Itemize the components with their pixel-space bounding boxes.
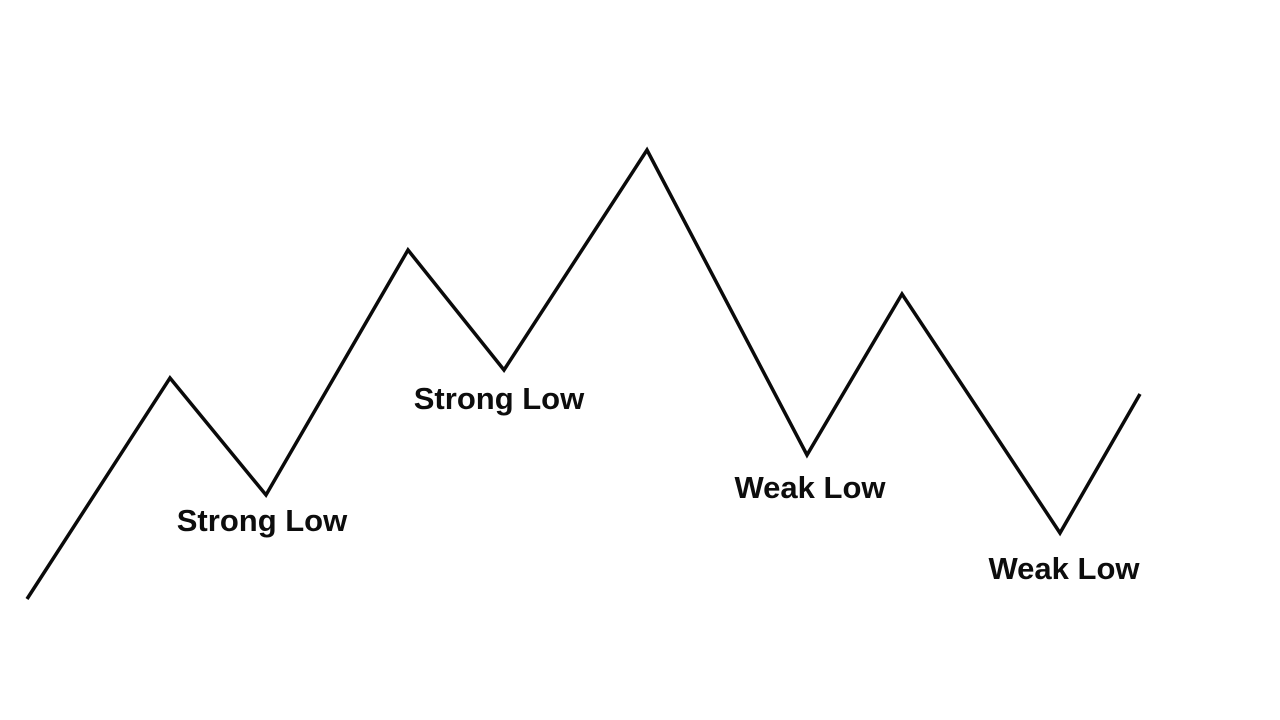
label-weak-low-2: Weak Low xyxy=(988,551,1140,586)
zigzag-line xyxy=(25,146,1142,600)
label-strong-low-1: Strong Low xyxy=(176,503,348,538)
label-strong-low-2: Strong Low xyxy=(413,381,585,416)
label-weak-low-1: Weak Low xyxy=(734,470,886,505)
